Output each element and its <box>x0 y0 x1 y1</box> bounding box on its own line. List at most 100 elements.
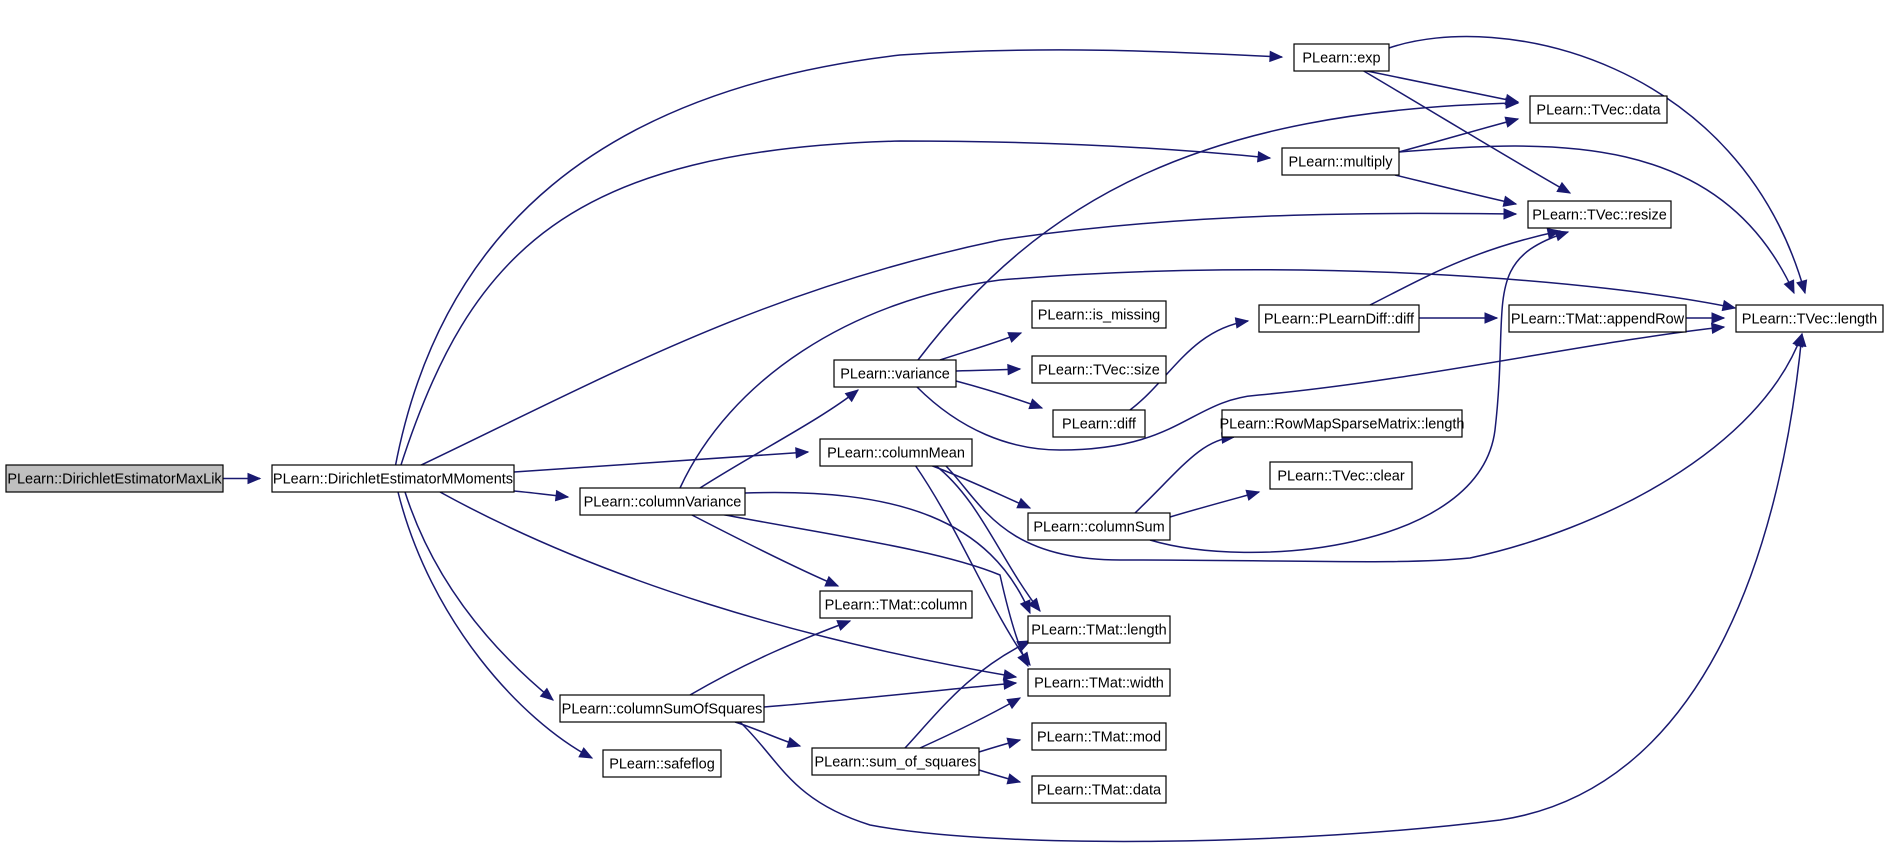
edge-sumofsquares-to-tmatmod-arrowhead <box>1006 737 1022 749</box>
node-variance[interactable]: PLearn::variance <box>833 359 957 388</box>
node-label: PLearn::TMat::width <box>1034 676 1164 692</box>
node-tvecsize[interactable]: PLearn::TVec::size <box>1031 355 1167 384</box>
node-label: PLearn::TVec::length <box>1742 312 1877 328</box>
edge-mmoments-to-colsumsq <box>404 491 554 701</box>
edge-variance-to-ismissing <box>939 332 1022 361</box>
edge-colsumsq-to-tmatwidth <box>763 682 1017 708</box>
edge-root-to-mmoments-arrowhead <box>247 472 262 485</box>
node-box <box>1027 668 1171 697</box>
edge-variance-to-ismissing-arrowhead <box>1007 332 1023 343</box>
edge-colsumsq-to-sumofsquares-arrowhead <box>786 736 802 748</box>
node-root[interactable]: PLearn::DirichletEstimatorMaxLik <box>5 464 224 493</box>
node-box <box>1735 304 1884 333</box>
edge-columnsum-to-tvecresize-arrowhead <box>1554 230 1570 242</box>
node-label: PLearn::columnSumOfSquares <box>562 702 763 718</box>
node-box <box>1293 43 1390 72</box>
node-columnsum[interactable]: PLearn::columnSum <box>1027 512 1171 541</box>
node-sumofsquares[interactable]: PLearn::sum_of_squares <box>811 747 980 776</box>
node-ismissing[interactable]: PLearn::is_missing <box>1031 300 1167 329</box>
edge-appendrow-to-tveclength-arrowhead <box>1711 312 1726 324</box>
node-box <box>1281 147 1400 176</box>
edge-exp-to-tveclength-arrowhead <box>1796 279 1808 295</box>
edge-sumofsquares-to-tmatlength-arrowhead <box>1016 640 1032 652</box>
node-box <box>819 438 973 467</box>
node-tmatwidth[interactable]: PLearn::TMat::width <box>1027 668 1171 697</box>
node-box <box>602 749 722 778</box>
node-tmatdata[interactable]: PLearn::TMat::data <box>1031 775 1167 804</box>
node-rowmap[interactable]: PLearn::RowMapSparseMatrix::length <box>1219 409 1465 438</box>
edge-multiply-to-tveclength-arrowhead <box>1783 279 1795 295</box>
node-pldiff[interactable]: PLearn::PLearnDiff::diff <box>1258 304 1420 333</box>
node-box <box>1527 200 1672 229</box>
node-box <box>271 464 515 493</box>
edge-colsumsq-to-tveclength <box>739 333 1803 843</box>
edge-columnvariance-to-tmatwidth <box>719 513 1029 667</box>
node-label: PLearn::TMat::data <box>1037 783 1162 799</box>
node-label: PLearn::is_missing <box>1038 308 1161 324</box>
edge-columnvariance-to-variance-arrowhead <box>844 389 860 403</box>
edge-columnsum-to-tvecclear <box>1169 491 1260 518</box>
node-tvecdata[interactable]: PLearn::TVec::data <box>1529 95 1668 124</box>
edge-columnsum-to-tvecresize <box>1149 231 1569 554</box>
node-label: PLearn::DirichletEstimatorMMoments <box>273 472 513 488</box>
edge-exp-to-tvecresize <box>1361 69 1571 194</box>
node-tmatlength[interactable]: PLearn::TMat::length <box>1027 615 1171 644</box>
node-multiply[interactable]: PLearn::multiply <box>1281 147 1400 176</box>
edge-mmoments-to-columnvariance-arrowhead <box>554 489 570 502</box>
node-label: PLearn::TMat::appendRow <box>1511 312 1685 328</box>
node-box <box>1269 461 1413 490</box>
node-label: PLearn::sum_of_squares <box>814 755 976 771</box>
node-columnmean[interactable]: PLearn::columnMean <box>819 438 973 467</box>
edge-columnvariance-to-tmatlength <box>744 491 1031 614</box>
node-label: PLearn::PLearnDiff::diff <box>1264 312 1415 328</box>
node-diff[interactable]: PLearn::diff <box>1052 409 1146 438</box>
node-box <box>1508 304 1687 333</box>
edge-columnvariance-to-tmatcolumn <box>689 513 839 587</box>
edge-mmoments-to-safeflog <box>397 491 593 759</box>
node-box <box>1052 409 1146 438</box>
node-label: PLearn::columnVariance <box>584 495 742 511</box>
edge-multiply-to-tveclength <box>1398 145 1795 294</box>
edge-pldiff-to-tvecresize <box>1369 230 1561 306</box>
node-box <box>1027 512 1171 541</box>
node-box <box>1221 409 1463 438</box>
edge-columnvariance-to-tveclength <box>679 268 1736 489</box>
node-label: PLearn::exp <box>1302 51 1380 67</box>
node-colsumsq[interactable]: PLearn::columnSumOfSquares <box>559 694 765 723</box>
edge-columnsum-to-tvecclear-arrowhead <box>1245 489 1261 501</box>
node-label: PLearn::TVec::data <box>1536 103 1661 119</box>
node-tveclength[interactable]: PLearn::TVec::length <box>1735 304 1884 333</box>
edge-mmoments-to-tmatwidth <box>439 491 1017 678</box>
node-safeflog[interactable]: PLearn::safeflog <box>602 749 722 778</box>
node-tmatcolumn[interactable]: PLearn::TMat::column <box>819 590 973 619</box>
edge-pldiff-to-appendrow-arrowhead <box>1484 312 1499 324</box>
node-box <box>5 464 224 493</box>
edge-variance-to-diff-arrowhead <box>1028 398 1044 410</box>
node-label: PLearn::variance <box>840 367 950 383</box>
edge-columnmean-to-tmatlength <box>934 464 1041 612</box>
node-tvecresize[interactable]: PLearn::TVec::resize <box>1527 200 1672 229</box>
edge-variance-to-tvecsize-arrowhead <box>1007 363 1022 376</box>
node-mmoments[interactable]: PLearn::DirichletEstimatorMMoments <box>271 464 515 493</box>
node-box <box>1258 304 1420 333</box>
node-appendrow[interactable]: PLearn::TMat::appendRow <box>1508 304 1687 333</box>
edge-columnvariance-to-tmatlength-arrowhead <box>1019 599 1031 615</box>
node-label: PLearn::DirichletEstimatorMaxLik <box>7 472 222 488</box>
node-tvecclear[interactable]: PLearn::TVec::clear <box>1269 461 1413 490</box>
node-columnvariance[interactable]: PLearn::columnVariance <box>579 487 746 516</box>
edge-multiply-to-tvecdata <box>1394 118 1519 154</box>
edge-columnmean-to-columnsum-arrowhead <box>1016 497 1032 509</box>
node-tmatmod[interactable]: PLearn::TMat::mod <box>1031 722 1167 751</box>
node-box <box>1529 95 1668 124</box>
edge-mmoments-to-tvecresize <box>414 212 1517 469</box>
edge-sumofsquares-to-tmatwidth <box>919 697 1021 749</box>
edge-variance-to-diff <box>955 380 1043 409</box>
node-box <box>1031 300 1167 329</box>
node-exp[interactable]: PLearn::exp <box>1293 43 1390 72</box>
edge-columnsum-to-rowmap <box>1134 436 1235 514</box>
edge-colsumsq-to-tmatcolumn-arrowhead <box>836 620 852 631</box>
edge-mmoments-to-tvecresize-arrowhead <box>1503 208 1518 220</box>
node-box <box>833 359 957 388</box>
